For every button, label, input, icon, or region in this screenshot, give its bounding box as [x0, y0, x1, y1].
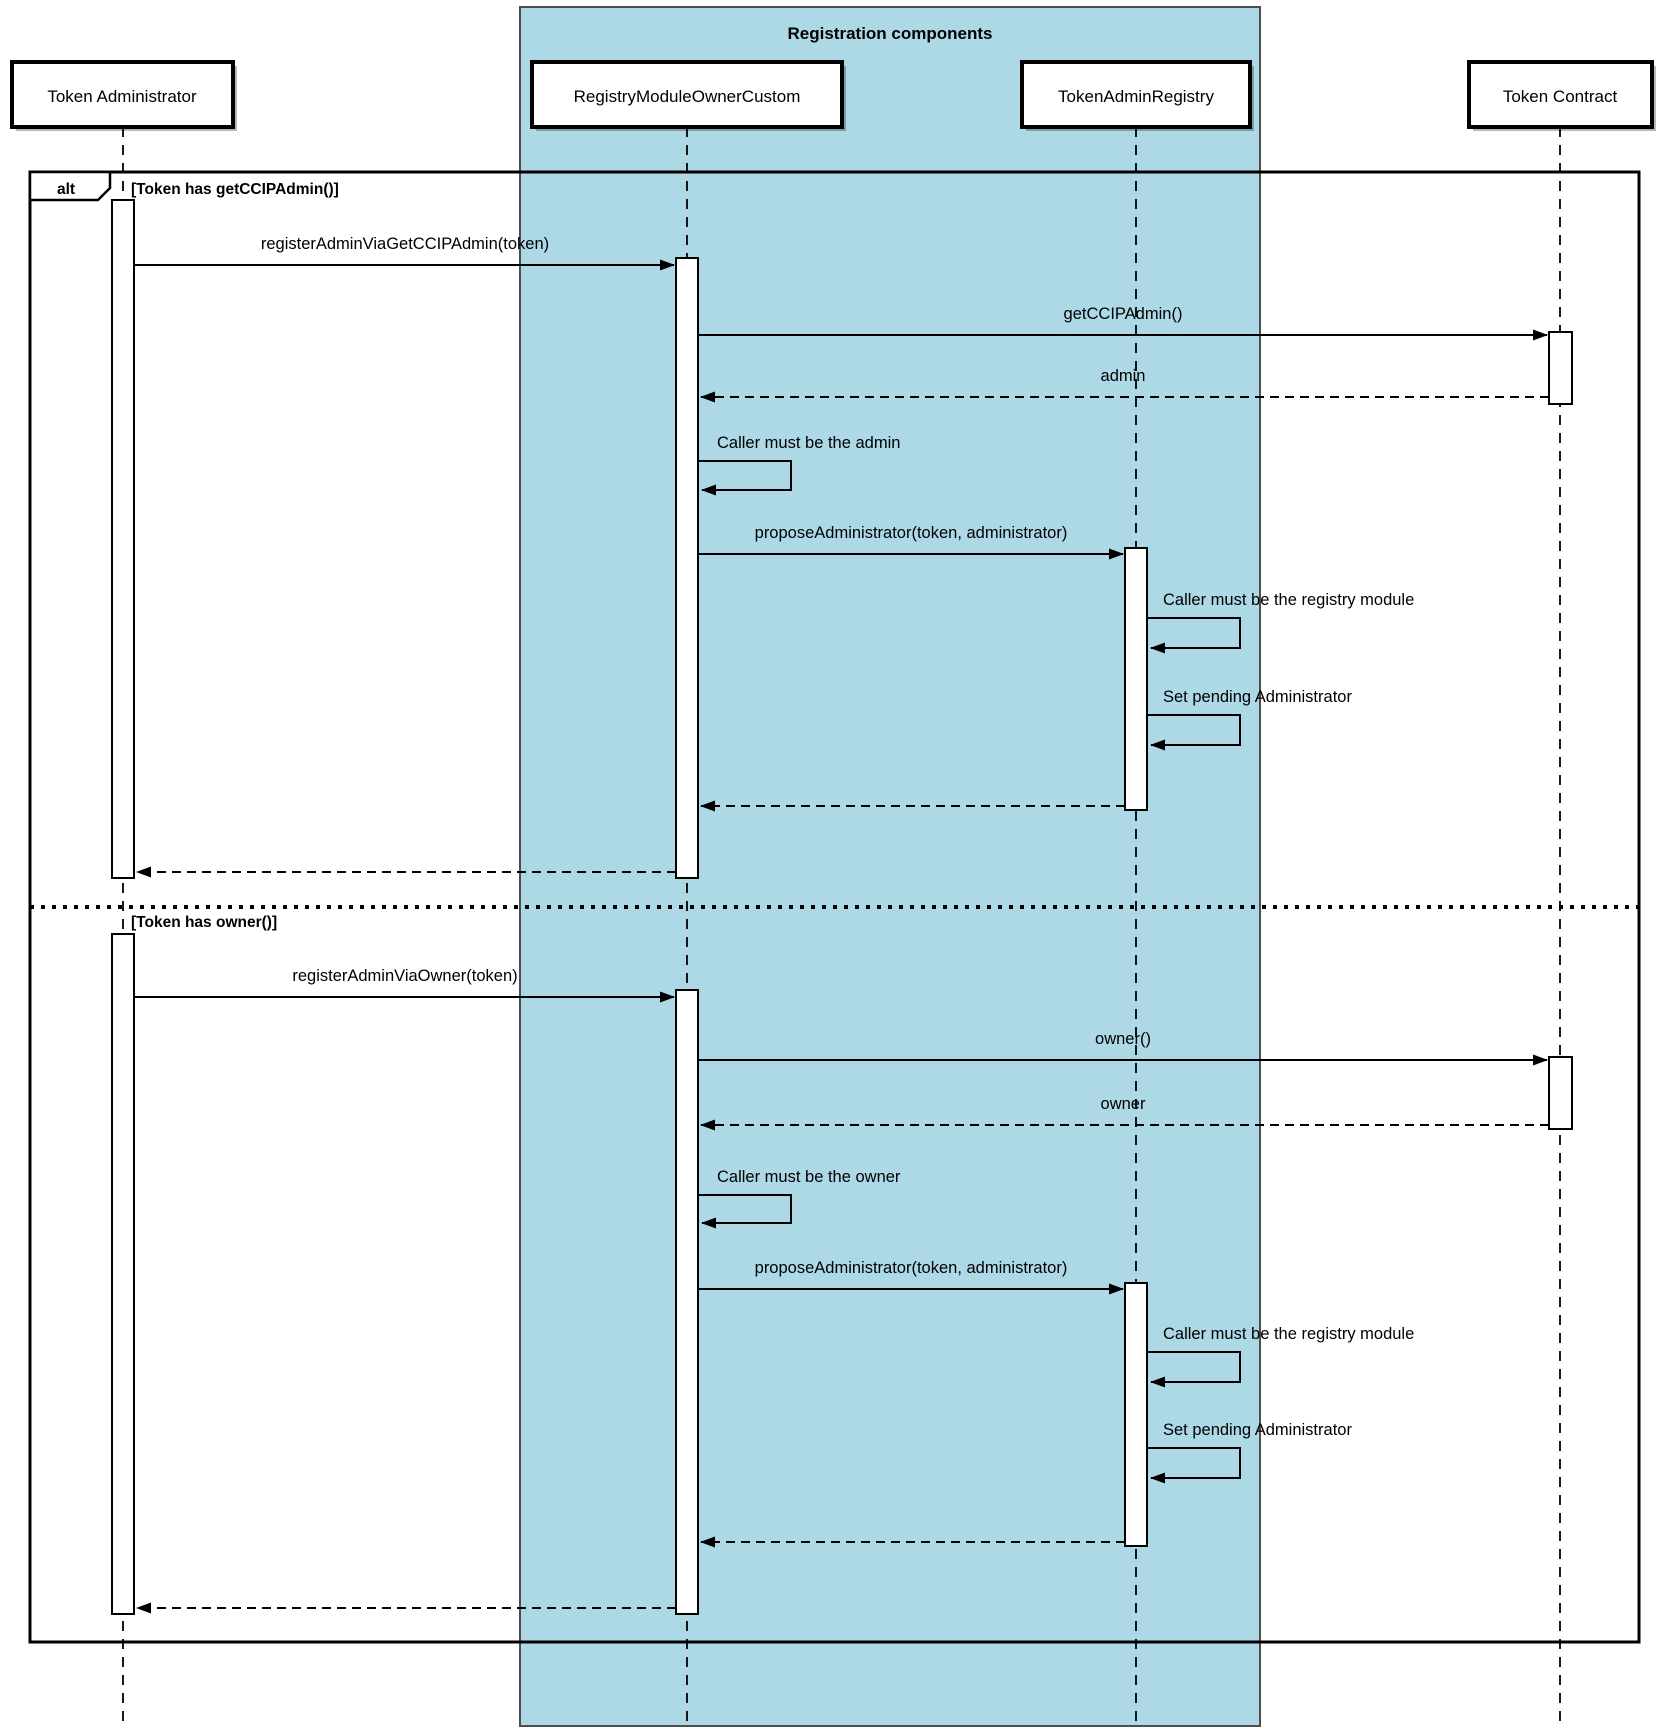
participant-token-administrator: Token Administrator: [10, 60, 237, 131]
self-message-arrow-caller-must-be-admin: [698, 460, 792, 496]
participant-registry-module-owner-custom: RegistryModuleOwnerCustom: [530, 60, 846, 131]
alt-operator-label: alt: [57, 181, 75, 198]
alt-operator-pentagon: [28, 170, 112, 202]
self-message-arrow-set-pending-administrator: [1147, 714, 1241, 751]
message-label: Set pending Administrator: [1163, 688, 1352, 706]
activation-token-admin-registry-2: [1124, 1282, 1148, 1547]
activation-token-administrator-2: [111, 933, 135, 1615]
self-message-arrow-caller-must-be-owner: [698, 1194, 792, 1229]
message-label: Caller must be the admin: [717, 434, 900, 452]
participant-box: [1020, 60, 1252, 129]
participant-token-contract: Token Contract: [1467, 60, 1656, 131]
activation-token-administrator-1: [111, 199, 135, 879]
alt-guard-2: [Token has owner()]: [131, 914, 277, 931]
message-label: Set pending Administrator: [1163, 1421, 1352, 1439]
participant-label: Token Administrator: [47, 87, 197, 106]
participant-box: [530, 60, 844, 129]
section-owner: registerAdminViaOwner(token) owner() own…: [134, 967, 1549, 1614]
message-label: Caller must be the owner: [717, 1168, 901, 1186]
message-label: registerAdminViaGetCCIPAdmin(token): [261, 235, 549, 253]
message-label: proposeAdministrator(token, administrato…: [755, 1259, 1068, 1277]
participant-label: RegistryModuleOwnerCustom: [574, 87, 801, 106]
message-label: Caller must be the registry module: [1163, 1325, 1414, 1343]
message-label: owner(): [1095, 1030, 1151, 1048]
frame-title: Registration components: [788, 24, 993, 43]
message-label: admin: [1101, 367, 1146, 385]
message-label: proposeAdministrator(token, administrato…: [755, 524, 1068, 542]
message-label: registerAdminViaOwner(token): [292, 967, 517, 985]
participant-label: TokenAdminRegistry: [1058, 87, 1214, 106]
self-message-arrow-caller-must-be-registry-module: [1147, 617, 1241, 654]
activation-registry-module-2: [675, 989, 699, 1615]
self-message-arrow-caller-must-be-registry-module-2: [1147, 1351, 1241, 1388]
participant-box: [1467, 60, 1654, 129]
participant-box: [10, 60, 235, 129]
message-label: Caller must be the registry module: [1163, 591, 1414, 609]
message-label: owner: [1101, 1095, 1146, 1113]
activation-registry-module-1: [675, 257, 699, 879]
message-label: getCCIPAdmin(): [1064, 305, 1183, 323]
activation-token-contract-2: [1548, 1056, 1573, 1130]
alt-guard-1: [Token has getCCIPAdmin()]: [131, 181, 339, 198]
participant-token-admin-registry: TokenAdminRegistry: [1020, 60, 1254, 131]
activation-token-admin-registry-1: [1124, 547, 1148, 811]
self-message-arrow-set-pending-administrator-2: [1147, 1447, 1241, 1484]
activation-token-contract-1: [1548, 331, 1573, 405]
section-get-ccip-admin: registerAdminViaGetCCIPAdmin(token) getC…: [134, 235, 1549, 878]
participant-label: Token Contract: [1503, 87, 1618, 106]
